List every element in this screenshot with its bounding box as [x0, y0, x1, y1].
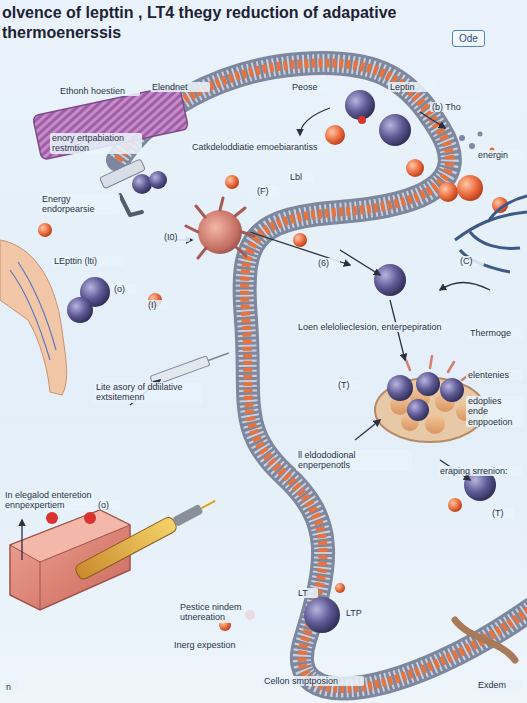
label-box: Ode [452, 30, 485, 47]
annotation-label: n [4, 682, 18, 692]
box-label: Ode [459, 33, 478, 44]
annotation-label: In elegalod enteretion ennpexpertiem [3, 490, 95, 511]
annotation-label: Ethonh hoestien [58, 86, 140, 96]
title: olvence of lepttin , LT4 thegy reduction… [2, 3, 422, 43]
annotation-label: Catkdeloddiatie emoebiarantiss [190, 142, 330, 152]
annotation-label: edoplies ende enppoetion [466, 396, 524, 427]
annotation-label: (b) Tho [430, 102, 480, 112]
annotation-label: ll eldododional enperpenotls [296, 450, 412, 471]
annotation-label: (F) [255, 186, 279, 196]
annotation-label: Thermoge [468, 328, 524, 338]
annotation-label: (o) [112, 284, 136, 294]
annotation-label: enory ertpabiation restmtion [50, 133, 142, 154]
annotation-label: (C) [458, 256, 484, 266]
annotation-label: (o) [96, 500, 120, 510]
annotation-label: Elendnet [150, 82, 210, 92]
annotation-label: LT [296, 588, 318, 598]
annotation-label: LEpttin (lti) [52, 256, 124, 266]
annotation-label: (6) [316, 258, 340, 268]
annotation-label: (I) [146, 300, 168, 310]
annotation-label: Pestice nindem utnereation [178, 602, 282, 623]
annotation-label: Inerg expestion [172, 640, 246, 650]
annotation-label: Loen elelolieclesion, enterpepiration [296, 322, 446, 332]
annotation-label: Energy endorpearsie [40, 194, 120, 215]
annotation-label: Lbl [288, 172, 314, 182]
annotation-label: (I0) [162, 232, 190, 242]
annotation-label: Peose [290, 82, 330, 92]
annotation-label: eraping srrenion: [438, 466, 522, 476]
annotation-label: Cellon smptposion [262, 676, 364, 686]
annotation-label: (T) [490, 508, 514, 518]
annotation-label: elentenies [466, 370, 522, 380]
annotation-label: Exdem [476, 680, 522, 690]
annotation-label: Leptin [388, 82, 436, 92]
annotation-label: energin [476, 150, 524, 160]
annotation-label: LTP [344, 608, 374, 618]
annotation-label: Lite asory of ddiilative extsitemenn [94, 382, 202, 403]
annotation-label: (T) [336, 380, 360, 390]
